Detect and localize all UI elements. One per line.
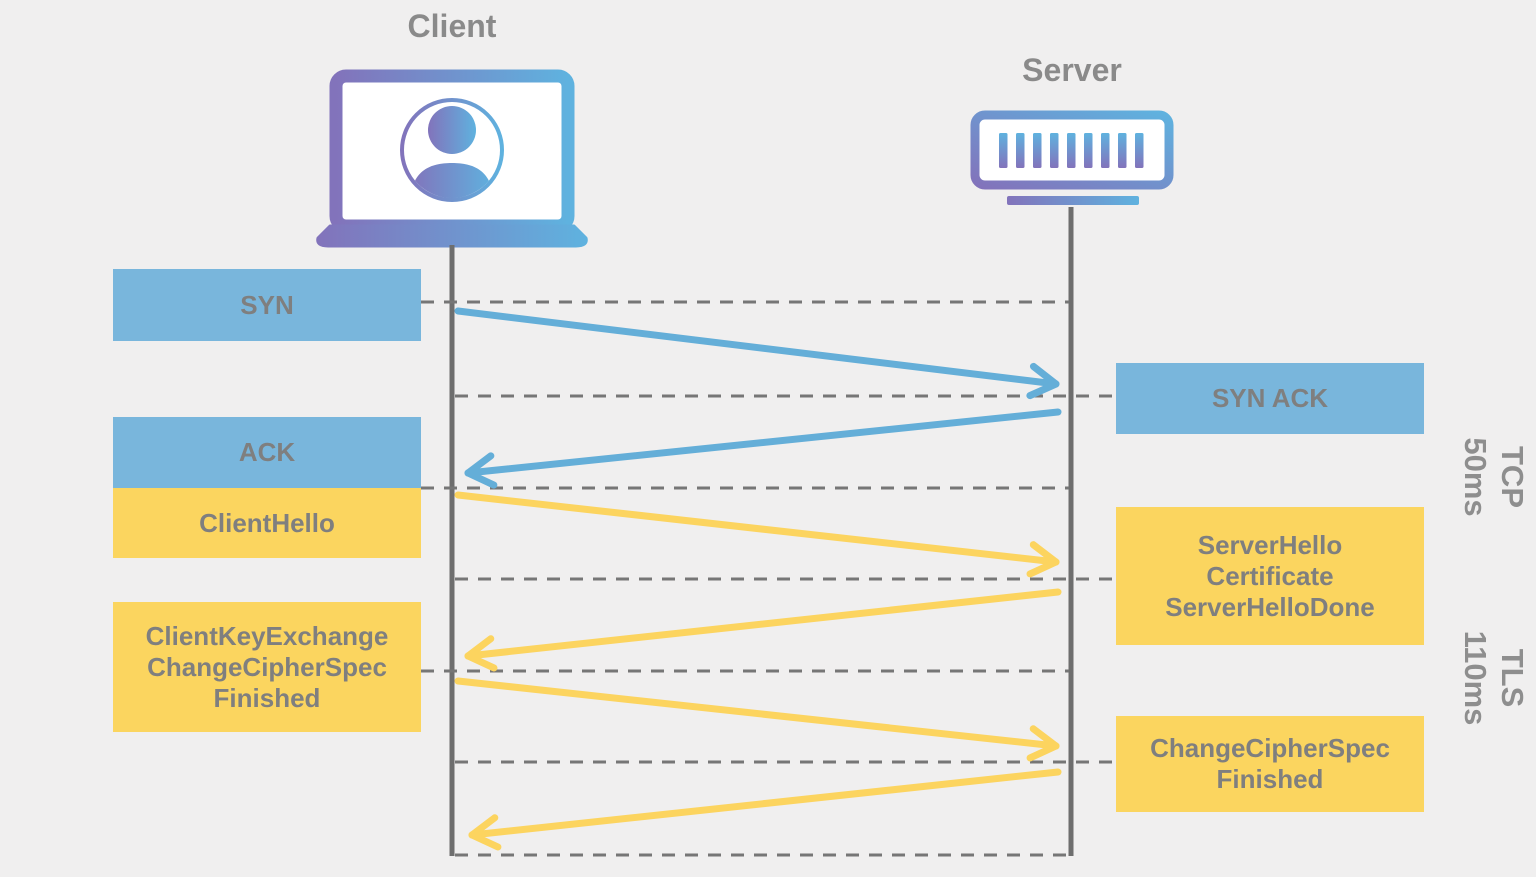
- client-actor-label: Client: [407, 8, 497, 44]
- msg-label: ChangeCipherSpec: [1150, 733, 1390, 763]
- msg-box-clienthello: ClientHello: [113, 488, 421, 558]
- msg-label: SYN ACK: [1211, 383, 1329, 413]
- tcp-arrow-syn-ack: [464, 408, 1062, 489]
- msg-label: ClientHello: [199, 507, 335, 538]
- msg-box-syn: SYN: [113, 269, 421, 341]
- tls-arrow-changecipherspec: [468, 768, 1062, 851]
- msg-box-changecipherspec: ChangeCipherSpec Finished: [1116, 716, 1424, 812]
- phase-duration: 50ms: [1458, 437, 1493, 517]
- msg-box-ack: ACK: [113, 417, 421, 488]
- msg-label: ACK: [238, 437, 296, 467]
- msg-box-serverhello: ServerHello Certificate ServerHelloDone: [1116, 507, 1424, 645]
- msg-label: ClientKeyExchange: [145, 620, 389, 651]
- server-actor-label: Server: [1022, 52, 1122, 88]
- server-base-bar: [1007, 196, 1139, 205]
- laptop-user-icon: [316, 69, 588, 248]
- tls-arrow-serverhello: [464, 588, 1062, 672]
- tls-arrow-clienthello: [454, 491, 1060, 578]
- tls-arrow-clientkeyexchange: [454, 677, 1060, 762]
- phase-name: TLS: [1495, 648, 1530, 708]
- msg-box-syn-ack: SYN ACK: [1116, 363, 1424, 434]
- server-slot-bars: [999, 133, 1144, 168]
- phase-duration: 110ms: [1458, 630, 1493, 726]
- msg-box-clientkeyexchange: ClientKeyExchange ChangeCipherSpec Finis…: [113, 602, 421, 732]
- msg-label: ServerHelloDone: [1165, 591, 1375, 622]
- msg-label: Certificate: [1206, 560, 1334, 591]
- msg-label: SYN: [240, 289, 294, 320]
- server-rack-icon: [970, 110, 1174, 205]
- timing-dashed-lines: [421, 300, 1116, 857]
- laptop-base: [316, 224, 588, 248]
- phase-name: TCP: [1495, 446, 1530, 508]
- phase-label-tls: TLS 110ms: [1457, 623, 1531, 733]
- msg-label: Finished: [1216, 764, 1324, 794]
- msg-label: ChangeCipherSpec: [147, 651, 387, 682]
- msg-label: Finished: [213, 682, 321, 713]
- phase-label-tcp: TCP 50ms: [1457, 422, 1531, 532]
- msg-label: ServerHello: [1197, 529, 1343, 560]
- tcp-arrow-syn: [454, 307, 1060, 400]
